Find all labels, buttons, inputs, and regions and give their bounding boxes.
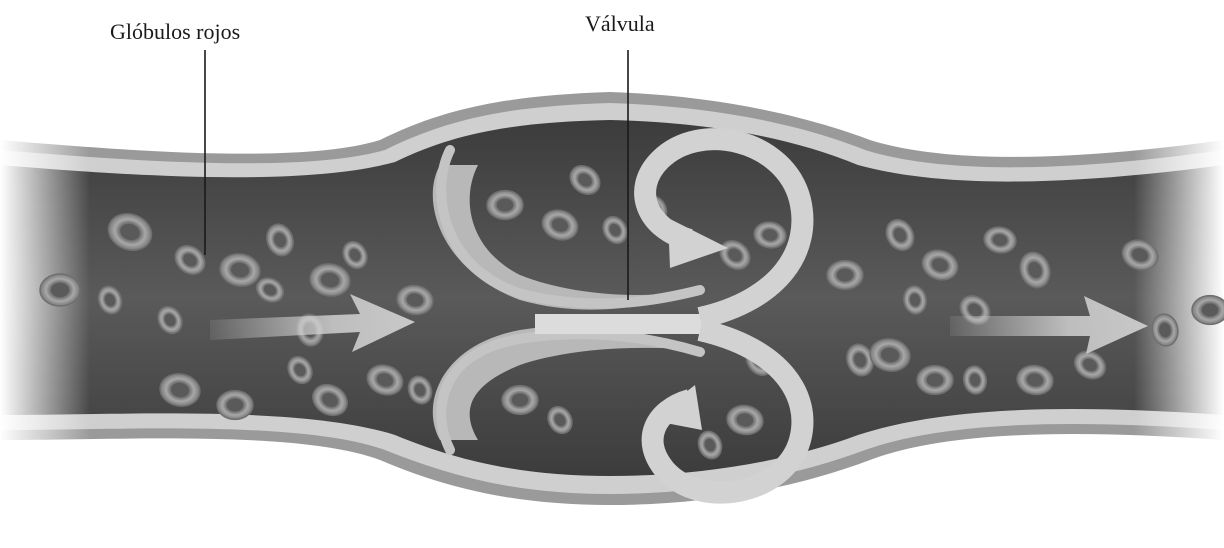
red-blood-cell-center [497, 199, 513, 212]
red-blood-cell-center [927, 374, 943, 387]
red-blood-cell-center [837, 269, 853, 282]
flow-arrow-center [535, 314, 720, 334]
red-blood-cell-center [1202, 304, 1218, 317]
red-blood-cell-center [51, 283, 69, 297]
label-red-blood-cells: Glóbulos rojos [110, 19, 240, 44]
label-valve: Válvula [585, 11, 655, 36]
red-blood-cell-center [512, 394, 528, 407]
red-blood-cell-center [227, 399, 243, 412]
